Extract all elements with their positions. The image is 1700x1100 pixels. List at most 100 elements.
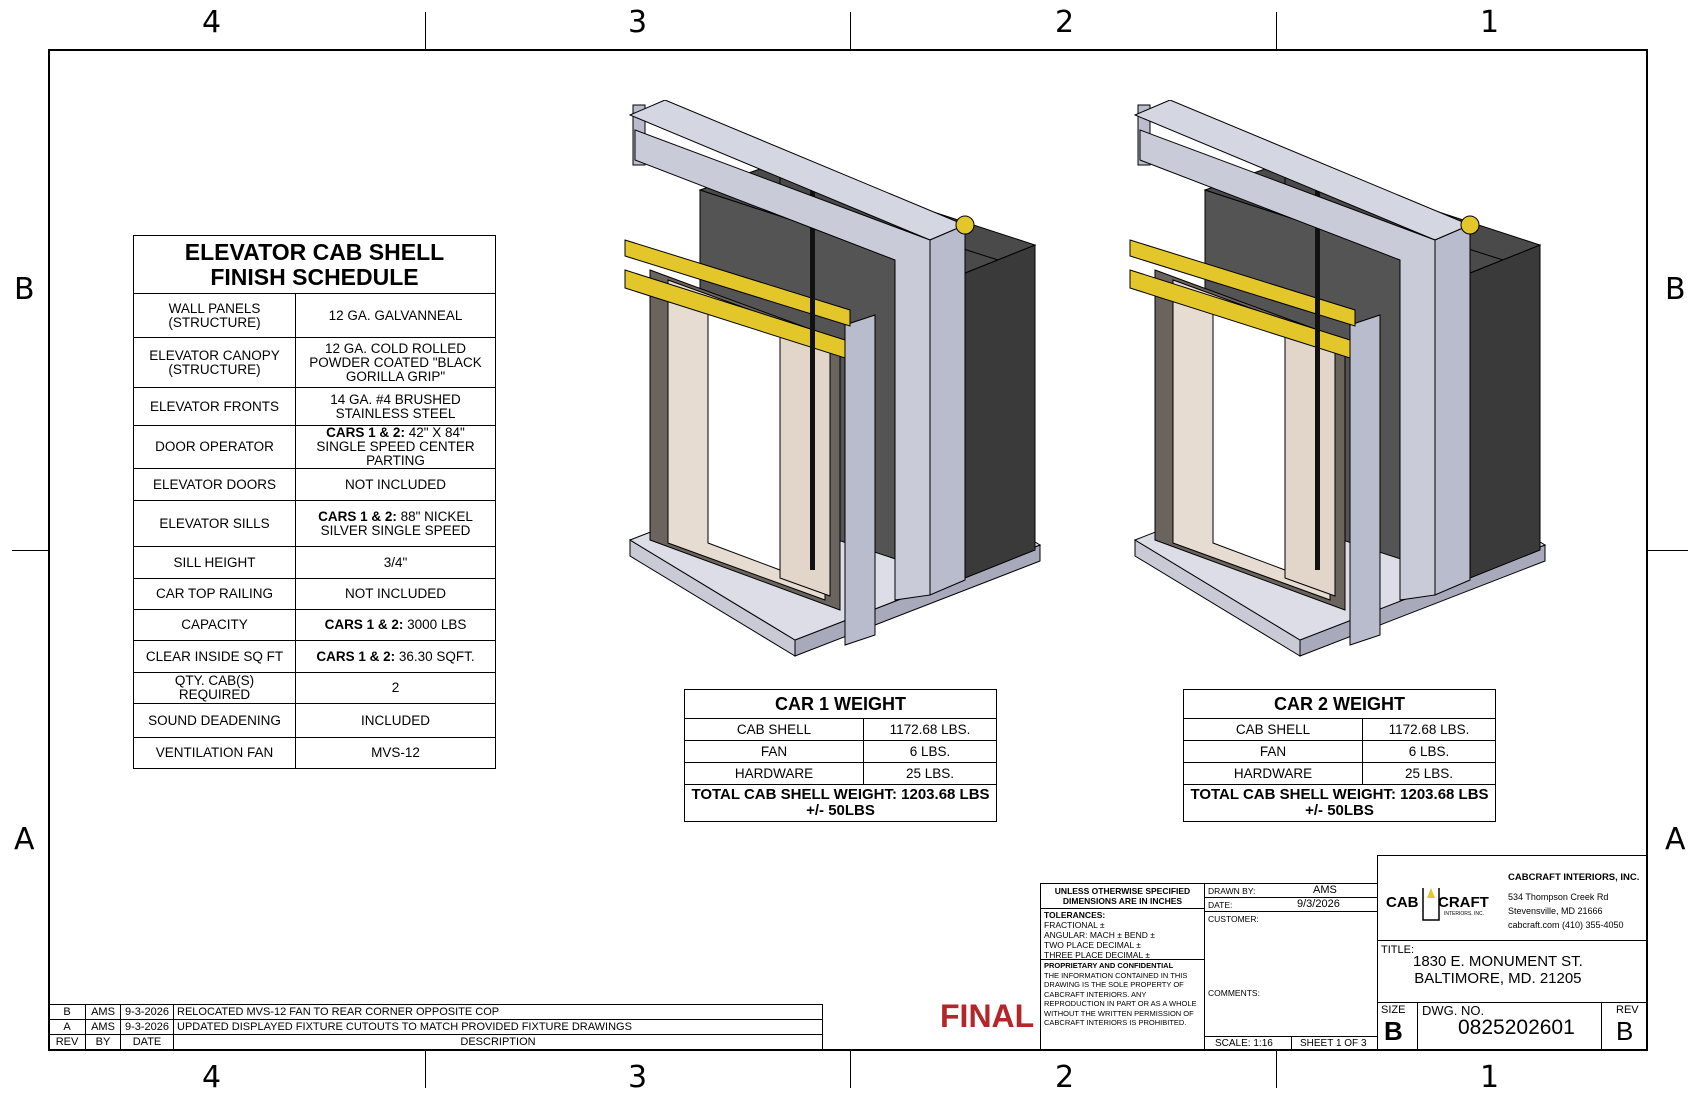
schedule-value: NOT INCLUDED xyxy=(295,578,496,610)
drawn-by-value: AMS xyxy=(1313,884,1337,896)
schedule-title: ELEVATOR CAB SHELL FINISH SCHEDULE xyxy=(133,235,496,294)
schedule-prefix: CARS 1 & 2: xyxy=(318,508,397,524)
schedule-label: SOUND DEADENING xyxy=(133,703,296,738)
total-line2: +/- 50LBS xyxy=(1305,802,1374,819)
scale: SCALE: 1:16 xyxy=(1215,1038,1273,1049)
schedule-value-text: 36.30 SQFT. xyxy=(395,648,475,664)
schedule-label: QTY. CAB(S) REQUIRED xyxy=(133,672,296,704)
schedule-label: ELEVATOR DOORS xyxy=(133,468,296,501)
rev-letter: A xyxy=(48,1019,86,1035)
rev-by: AMS xyxy=(85,1004,121,1020)
total-line1: TOTAL CAB SHELL WEIGHT: 1203.68 LBS xyxy=(691,786,990,803)
schedule-value: 12 GA. COLD ROLLED POWDER COATED "BLACK … xyxy=(295,337,496,388)
weight-value: 25 LBS. xyxy=(1362,762,1496,785)
schedule-prefix: CARS 1 & 2: xyxy=(316,648,396,664)
zone-tick xyxy=(1648,550,1688,551)
schedule-value: 12 GA. GALVANNEAL xyxy=(295,293,496,338)
zone-tick xyxy=(425,1051,426,1088)
rev-header-rev: REV xyxy=(48,1034,86,1050)
schedule-value-text: 42" X 84" SINGLE SPEED CENTER PARTING xyxy=(316,425,475,468)
rev-letter: B xyxy=(48,1004,86,1020)
rev-header-date: DATE xyxy=(120,1034,174,1050)
car-1-total-weight: TOTAL CAB SHELL WEIGHT: 1203.68 LBS +/- … xyxy=(684,784,997,822)
schedule-label: CAR TOP RAILING xyxy=(133,578,296,610)
spec-note: UNLESS OTHERWISE SPECIFIED DIMENSIONS AR… xyxy=(1041,884,1204,909)
divider xyxy=(1291,1036,1292,1051)
company-name: CABCRAFT INTERIORS, INC. xyxy=(1508,872,1640,883)
finish-schedule-table: ELEVATOR CAB SHELL FINISH SCHEDULE WALL … xyxy=(133,235,496,769)
tolerances: TOLERANCES: FRACTIONAL ± ANGULAR: MACH ±… xyxy=(1041,909,1204,960)
tol-angular: ANGULAR: MACH ± BEND ± xyxy=(1044,930,1155,940)
weight-label: HARDWARE xyxy=(684,762,864,785)
size-label: SIZE xyxy=(1381,1004,1406,1016)
zone-top-3: 3 xyxy=(628,5,648,40)
tol-fractional: FRACTIONAL ± xyxy=(1044,920,1105,930)
zone-left-b: B xyxy=(14,272,35,307)
schedule-label: ELEVATOR CANOPY (STRUCTURE) xyxy=(133,337,296,388)
cab-isometric-car-2 xyxy=(1129,100,1547,657)
dwg-no-value: 0825202601 xyxy=(1458,1016,1575,1039)
logo-sub: INTERIORS, INC. xyxy=(1444,911,1485,917)
sheet-number: SHEET 1 OF 3 xyxy=(1300,1038,1367,1049)
zone-tick xyxy=(1276,1051,1277,1088)
rev-date: 9-3-2026 xyxy=(120,1019,174,1035)
final-stamp: FINAL xyxy=(940,998,1035,1034)
rev-by: AMS xyxy=(85,1019,121,1035)
zone-right-b: B xyxy=(1665,272,1686,307)
zone-bottom-3: 3 xyxy=(628,1060,648,1095)
cab-isometric-car-1 xyxy=(624,100,1042,657)
schedule-label: DOOR OPERATOR xyxy=(133,425,296,469)
date-value: 9/3/2026 xyxy=(1297,898,1340,910)
divider xyxy=(1205,897,1377,898)
schedule-title-line2: FINISH SCHEDULE xyxy=(210,264,419,290)
cab-model xyxy=(1129,100,1547,657)
schedule-label: WALL PANELS (STRUCTURE) xyxy=(133,293,296,338)
tolerance-block: UNLESS OTHERWISE SPECIFIED DIMENSIONS AR… xyxy=(1040,883,1205,1051)
prop-title: PROPRIETARY AND CONFIDENTIAL xyxy=(1044,961,1174,970)
weight-label: FAN xyxy=(684,740,864,763)
address-line2: Stevensville, MD 21666 xyxy=(1508,906,1603,916)
rev-date: 9-3-2026 xyxy=(120,1004,174,1020)
schedule-label: ELEVATOR FRONTS xyxy=(133,387,296,426)
dwg-no-label: DWG. NO. xyxy=(1422,1003,1485,1018)
schedule-label: CLEAR INSIDE SQ FT xyxy=(133,640,296,673)
schedule-label: VENTILATION FAN xyxy=(133,737,296,769)
schedule-value: CARS 1 & 2: 3000 LBS xyxy=(295,609,496,641)
schedule-prefix: CARS 1 & 2: xyxy=(326,425,405,440)
zone-tick xyxy=(850,12,851,49)
total-line2: +/- 50LBS xyxy=(806,802,875,819)
car-1-weight-title: CAR 1 WEIGHT xyxy=(684,689,997,719)
drawn-by-label: DRAWN BY: xyxy=(1208,886,1256,896)
weight-label: FAN xyxy=(1183,740,1363,763)
car-2-weight-title: CAR 2 WEIGHT xyxy=(1183,689,1496,719)
customer-label: CUSTOMER: xyxy=(1208,914,1259,924)
divider xyxy=(1205,911,1377,912)
schedule-prefix: CARS 1 & 2: xyxy=(324,617,404,632)
rev-description: RELOCATED MVS-12 FAN TO REAR CORNER OPPO… xyxy=(173,1004,823,1020)
comments-label: COMMENTS: xyxy=(1208,988,1260,998)
schedule-value: CARS 1 & 2: 88" NICKEL SILVER SINGLE SPE… xyxy=(295,500,496,547)
tol-three-place: THREE PLACE DECIMAL ± xyxy=(1044,950,1150,960)
schedule-value: CARS 1 & 2: 42" X 84" SINGLE SPEED CENTE… xyxy=(295,425,496,469)
title-line1: 1830 E. MONUMENT ST. xyxy=(1413,953,1583,970)
logo-craft: CRAFT xyxy=(1438,894,1489,911)
zone-top-2: 2 xyxy=(1055,5,1075,40)
company-block: CAB CRAFT INTERIORS, INC. CABCRAFT INTER… xyxy=(1377,855,1648,1051)
weight-value: 6 LBS. xyxy=(1362,740,1496,763)
weight-value: 25 LBS. xyxy=(863,762,997,785)
size-value: B xyxy=(1384,1016,1403,1046)
zone-right-a: A xyxy=(1665,822,1686,857)
schedule-value: INCLUDED xyxy=(295,703,496,738)
zone-tick xyxy=(850,1051,851,1088)
weight-label: CAB SHELL xyxy=(684,718,864,741)
title-label: TITLE: xyxy=(1381,944,1415,956)
logo-mark-icon xyxy=(1422,888,1440,921)
cabcraft-logo: CAB CRAFT INTERIORS, INC. xyxy=(1386,884,1501,924)
rev-value: B xyxy=(1616,1016,1634,1046)
schedule-label: SILL HEIGHT xyxy=(133,546,296,579)
schedule-value: NOT INCLUDED xyxy=(295,468,496,501)
schedule-label: ELEVATOR SILLS xyxy=(133,500,296,547)
company-address: 534 Thompson Creek Rd Stevensville, MD 2… xyxy=(1508,890,1624,932)
zone-tick xyxy=(425,12,426,49)
